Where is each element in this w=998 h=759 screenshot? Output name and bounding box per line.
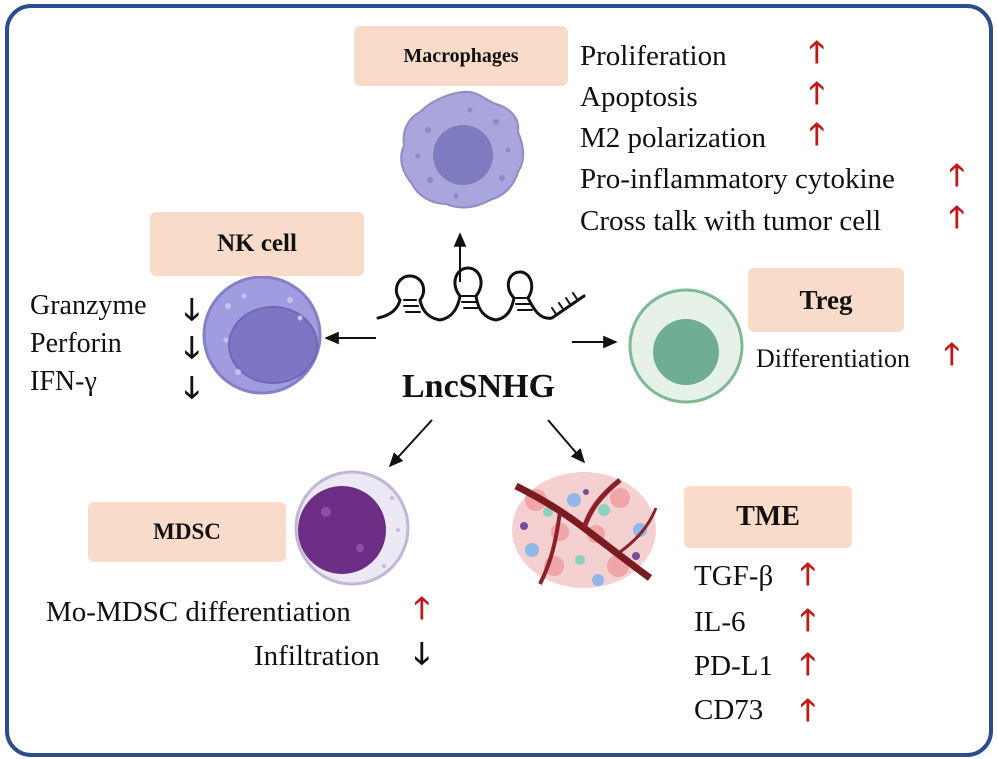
up-arrow-icon: 🡑 (944, 338, 960, 371)
center-label: LncSNHG (402, 368, 556, 405)
nk-effect-1: Granzyme (30, 290, 147, 321)
up-arrow-icon: 🡑 (809, 77, 825, 110)
macrophages-effect-5: Cross talk with tumor cell (580, 205, 882, 237)
down-arrow-icon: 🡓 (414, 638, 430, 671)
down-arrow-icon: 🡓 (184, 294, 200, 327)
up-arrow-icon: 🡑 (809, 118, 825, 151)
up-arrow-icon: 🡑 (949, 201, 965, 234)
up-arrow-icon: 🡑 (809, 36, 825, 69)
tme-label-box: TME (684, 486, 852, 548)
up-arrow-icon: 🡑 (800, 694, 816, 727)
nk-cell-title: NK cell (217, 230, 297, 257)
macrophages-effect-2: Apoptosis (580, 81, 698, 113)
down-arrow-icon: 🡓 (184, 332, 200, 365)
tme-effect-1: TGF-β (694, 560, 774, 592)
tme-effect-2: IL-6 (694, 606, 746, 638)
connector-arrows (324, 232, 618, 468)
nk-cell-icon (202, 275, 322, 395)
down-arrow-icon: 🡓 (184, 372, 200, 405)
treg-cell-icon (628, 288, 744, 404)
up-arrow-icon: 🡑 (800, 558, 816, 591)
nk-effect-3: IFN-γ (30, 366, 97, 397)
arrow-to-mdsc (388, 419, 433, 468)
treg-label-box: Treg (748, 268, 904, 332)
mdsc-effect-1: Mo-MDSC differentiation (46, 596, 351, 628)
macrophages-label-box: Macrophages (354, 26, 568, 86)
treg-effect-1: Differentiation (756, 344, 911, 373)
mdsc-effect-2: Infiltration (254, 640, 380, 672)
macrophages-effect-1: Proliferation (580, 40, 727, 72)
up-arrow-icon: 🡑 (800, 648, 816, 681)
macrophage-cell-icon (400, 90, 525, 209)
arrow-to-tme (547, 419, 586, 464)
mdsc-label-box: MDSC (88, 502, 286, 562)
tme-effect-4: CD73 (694, 694, 764, 726)
tumor-microenvironment-icon (512, 472, 658, 588)
nk-effect-2: Perforin (30, 328, 122, 359)
mdsc-title: MDSC (153, 519, 221, 544)
treg-title: Treg (799, 284, 853, 315)
up-arrow-icon: 🡑 (414, 592, 430, 625)
tme-title: TME (736, 501, 800, 532)
macrophages-effect-3: M2 polarization (580, 122, 767, 154)
macrophages-title: Macrophages (403, 44, 519, 67)
nk-cell-label-box: NK cell (150, 212, 364, 276)
macrophages-effect-4: Pro-inflammatory cytokine (580, 163, 895, 195)
up-arrow-icon: 🡑 (949, 159, 965, 192)
tme-effect-3: PD-L1 (694, 650, 773, 682)
mdsc-cell-icon (294, 470, 410, 586)
lncrna-hairpin-icon (376, 266, 586, 322)
up-arrow-icon: 🡑 (800, 604, 816, 637)
